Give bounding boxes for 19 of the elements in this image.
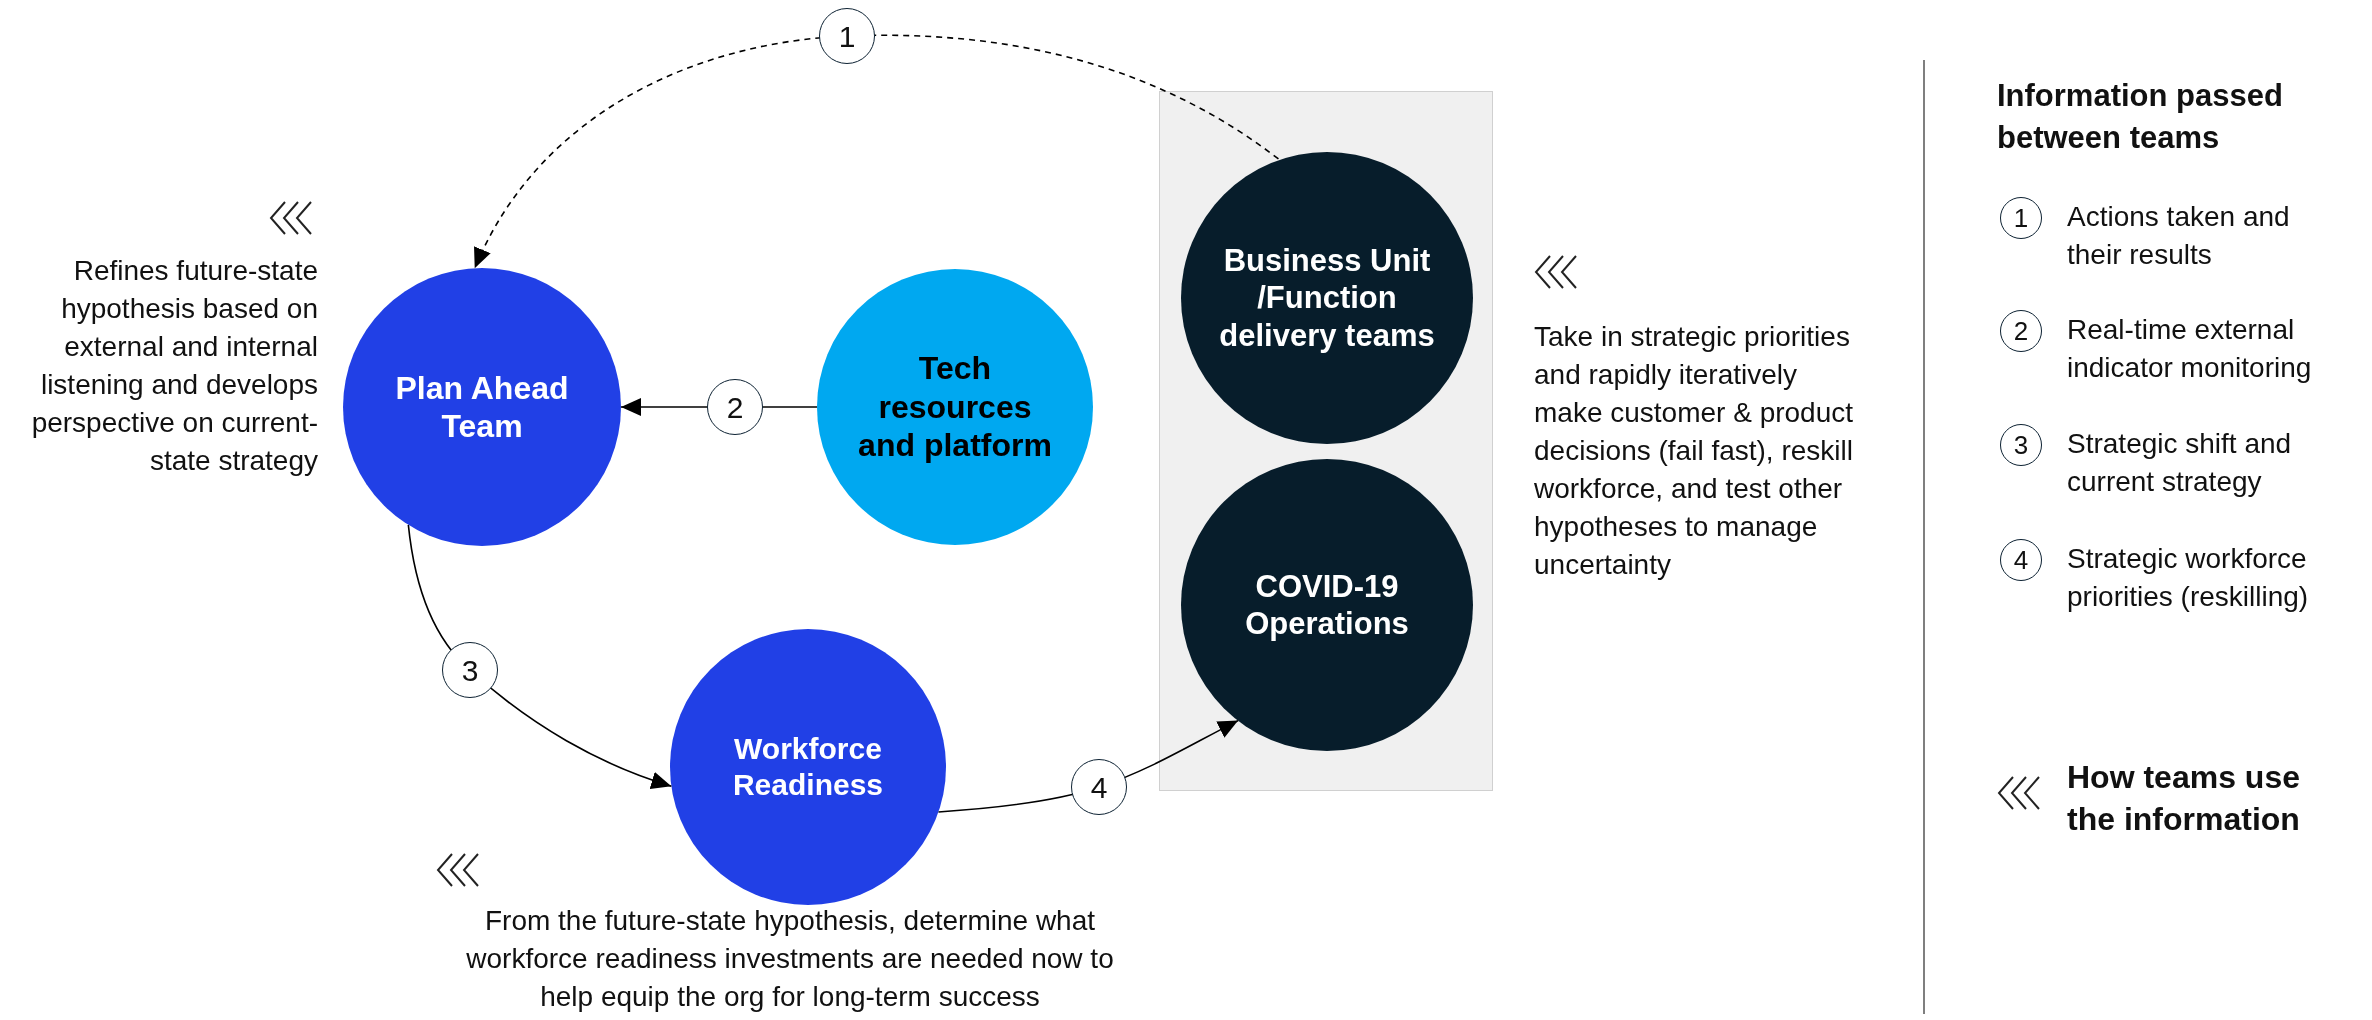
legend-text: Strategic workforce priorities (reskilling) — [2067, 542, 2310, 614]
edge-label: 3 — [442, 642, 498, 698]
legend-heading: How teams use the information — [2067, 758, 2301, 839]
arrow — [473, 34, 1280, 269]
legend-title: Information passed between teams — [1997, 77, 2284, 157]
description-text: Refines future-state hypothesis based on external and internal listening and develops perspective on current-state strategy — [30, 254, 318, 478]
edge-label: 4 — [1071, 759, 1127, 815]
description-text: Take in strategic priorities and rapidly iteratively make customer & product decisions (fail fast), reskill workforce, and test other hypotheses to manage uncertainty — [1534, 320, 1855, 582]
edge-label: 2 — [707, 379, 763, 435]
legend-text: Real-time external indicator monitoring — [2067, 313, 2313, 385]
legend-text: Strategic shift and current strategy — [2067, 427, 2293, 499]
description-text: From the future-state hypothesis, determine what workforce readiness investments are needed now to help equip the org for long-term success — [465, 904, 1115, 1014]
number-badge: 4 — [2000, 539, 2042, 581]
edge-label: 1 — [819, 8, 875, 64]
legend-text: Actions taken and their results — [2067, 200, 2291, 272]
group-panel — [1159, 91, 1493, 791]
number-badge: 1 — [2000, 197, 2042, 239]
number-badge: 2 — [2000, 310, 2042, 352]
number-badge: 3 — [2000, 424, 2042, 466]
